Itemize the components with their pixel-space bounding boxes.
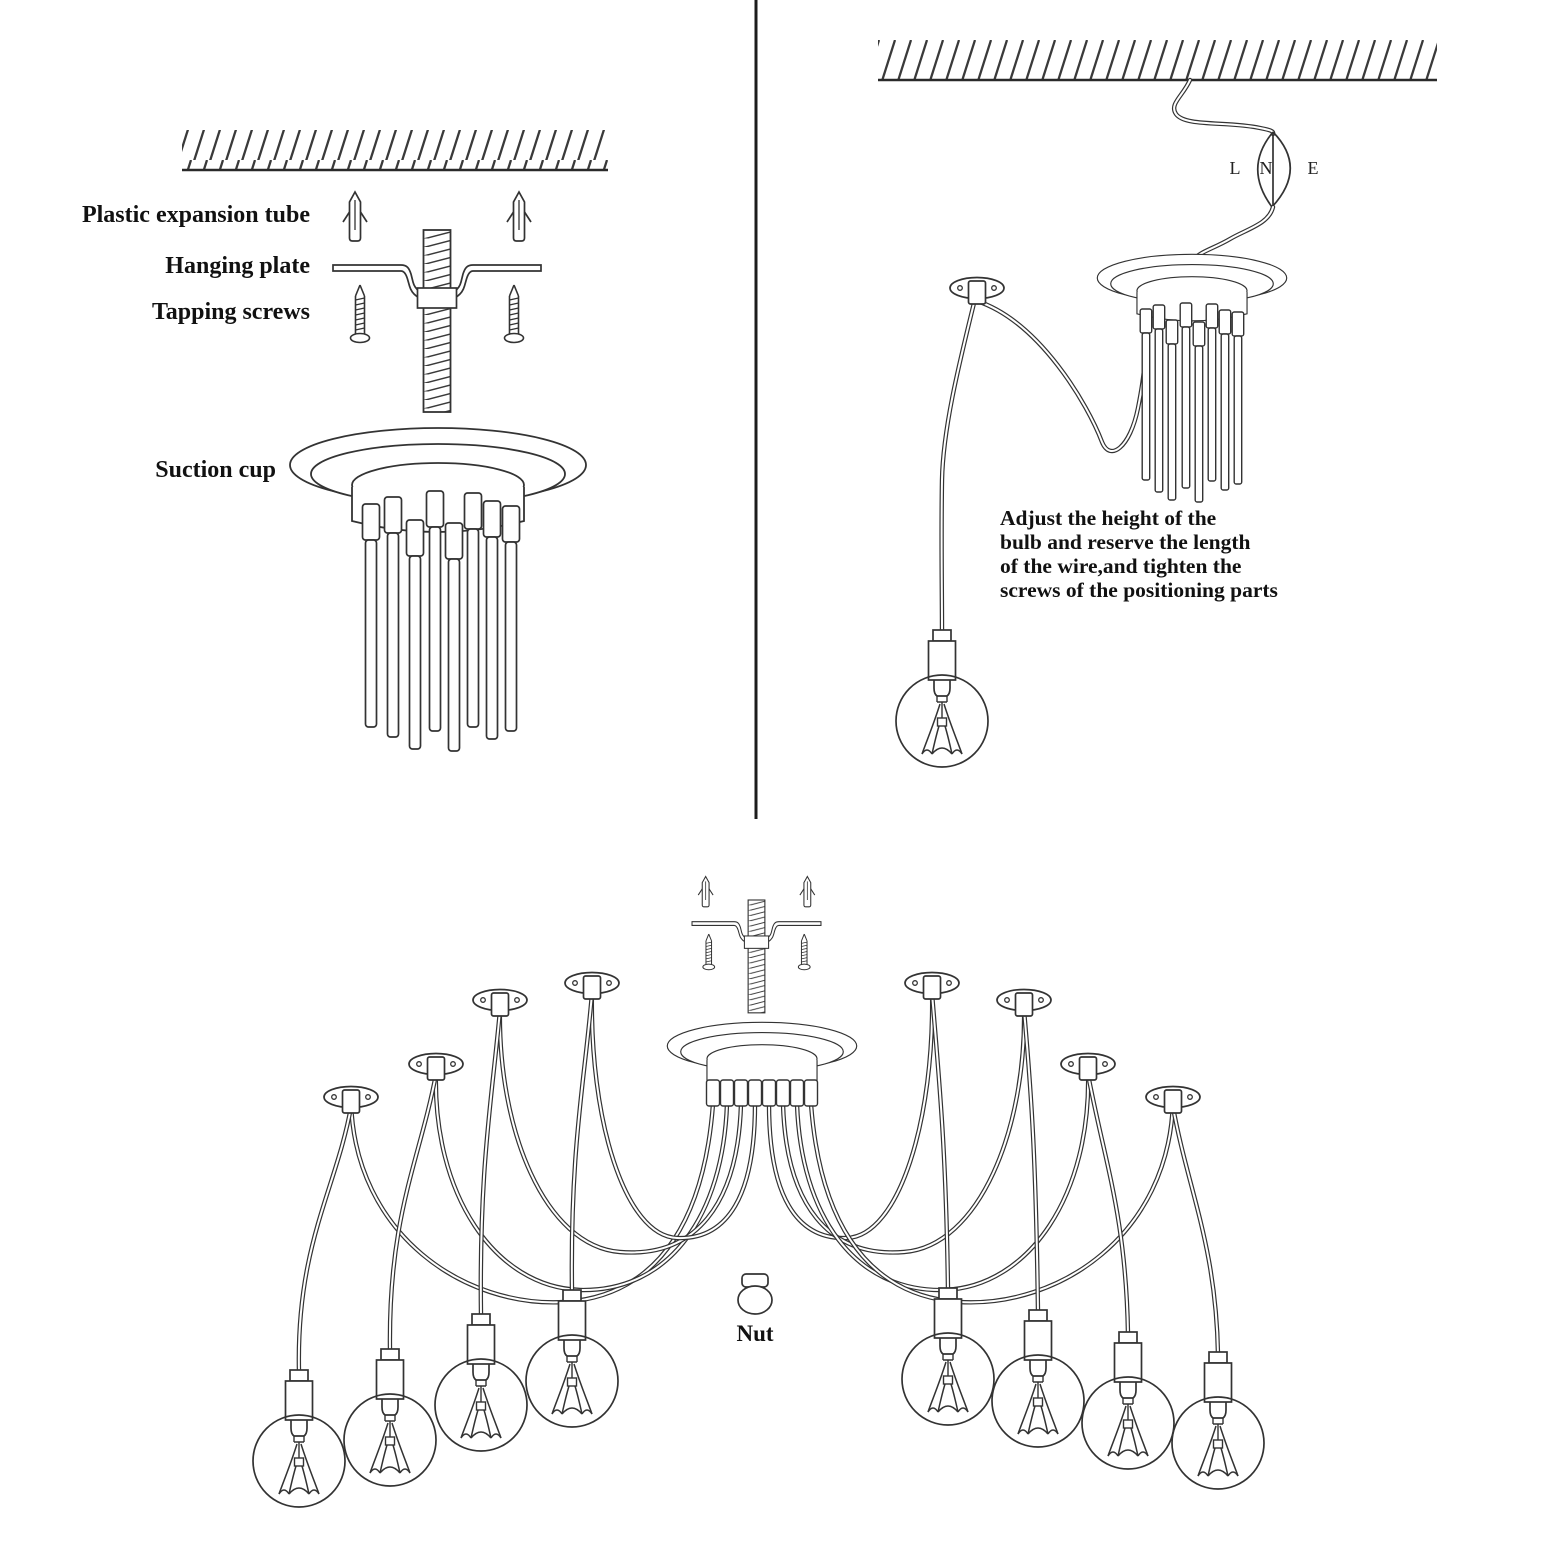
ceiling-anchor: [996, 988, 1052, 1017]
wire-label-earth: E: [1308, 158, 1319, 178]
panel-spider-chandelier: Nut: [252, 876, 1265, 1508]
pendant-bulb: [525, 1289, 619, 1428]
suction-cup-canopy: [289, 427, 587, 752]
cord-to-canopy: [1193, 207, 1273, 261]
nut-icon: [737, 1273, 773, 1315]
ceiling-anchor: [904, 971, 960, 1000]
drop-wire: [942, 303, 974, 631]
ceiling-anchor: [564, 971, 620, 1000]
pendant-bulb: [901, 1287, 995, 1426]
label-tapping-screws: Tapping screws: [152, 299, 310, 325]
pendant-bulb: [895, 629, 989, 768]
mount-assembly: [333, 192, 541, 412]
ceiling-anchor: [1060, 1052, 1116, 1081]
swoop-wire: [977, 301, 1144, 451]
power-cord: [1174, 80, 1273, 134]
ceiling-anchor: [323, 1085, 379, 1114]
panel-mounting-parts: Plastic expansion tube Hanging plate Tap…: [82, 130, 608, 752]
ceiling-hatch-left: [182, 130, 608, 172]
wire-splice-lne: L N E: [1230, 131, 1319, 208]
pendant-bulb: [1171, 1351, 1265, 1490]
pendant-bulb: [252, 1369, 346, 1508]
pendant-bulb: [434, 1313, 528, 1452]
ceiling-anchor: [472, 988, 528, 1017]
ceiling-hatch-right: [878, 40, 1437, 82]
ceiling-anchor: [408, 1052, 464, 1081]
nut-label: Nut: [736, 1321, 773, 1346]
pendant-tubes: [361, 490, 521, 752]
instruction-text: Adjust the height of the bulb and reserv…: [1000, 506, 1278, 602]
ceiling-anchor: [949, 276, 1005, 305]
pendant-tubes: [1139, 302, 1245, 503]
wire-label-neutral: N: [1260, 158, 1273, 178]
nut-part: Nut: [736, 1273, 774, 1346]
central-canopy: [666, 1021, 858, 1107]
ceiling-anchor: [1145, 1085, 1201, 1114]
pendant-bulb: [1081, 1331, 1175, 1470]
instruction-line: of the wire,and tighten the: [1000, 554, 1241, 578]
wire-label-live: L: [1230, 158, 1241, 178]
instruction-line: Adjust the height of the: [1000, 506, 1216, 530]
pendant-bulb: [991, 1309, 1085, 1448]
cord-grips: [705, 1079, 819, 1107]
instruction-line: screws of the positioning parts: [1000, 578, 1278, 602]
label-hanging-plate: Hanging plate: [165, 253, 310, 279]
mount-assembly: [692, 876, 821, 1012]
label-plastic-expansion-tube: Plastic expansion tube: [82, 202, 310, 228]
label-suction-cup: Suction cup: [155, 457, 276, 483]
instruction-line: bulb and reserve the length: [1000, 530, 1250, 554]
ceiling-canopy: [1096, 253, 1288, 503]
panel-wiring-adjustment: L N E: [878, 40, 1437, 768]
pendant-bulb: [343, 1348, 437, 1487]
